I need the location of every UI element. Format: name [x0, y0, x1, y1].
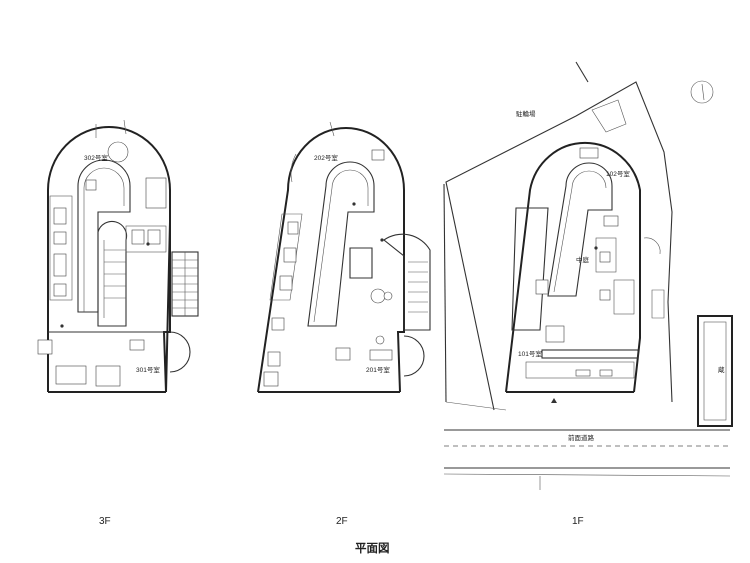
floor-2f-plan	[257, 121, 431, 393]
parking-label: 駐輪場	[516, 109, 536, 118]
floor-3f-label: 3F	[99, 516, 111, 527]
road-label: 前面道路	[568, 433, 595, 442]
floor-1f-plan	[443, 61, 733, 490]
room-202-label: 202号室	[314, 153, 338, 162]
floor-2f-label: 2F	[336, 516, 348, 527]
neighbor-building-label: 蔵	[718, 365, 725, 374]
drawing-title: 平面図	[355, 541, 390, 555]
courtyard-label: 中庭	[576, 255, 590, 264]
room-301-label: 301号室	[136, 365, 160, 374]
room-102-label: 102号室	[606, 169, 630, 178]
floor-1f-label: 1F	[572, 516, 584, 527]
room-101-label: 101号室	[518, 349, 542, 358]
room-302-label: 302号室	[84, 153, 108, 162]
floor-3f-plan	[37, 119, 199, 393]
room-201-label: 201号室	[366, 365, 390, 374]
